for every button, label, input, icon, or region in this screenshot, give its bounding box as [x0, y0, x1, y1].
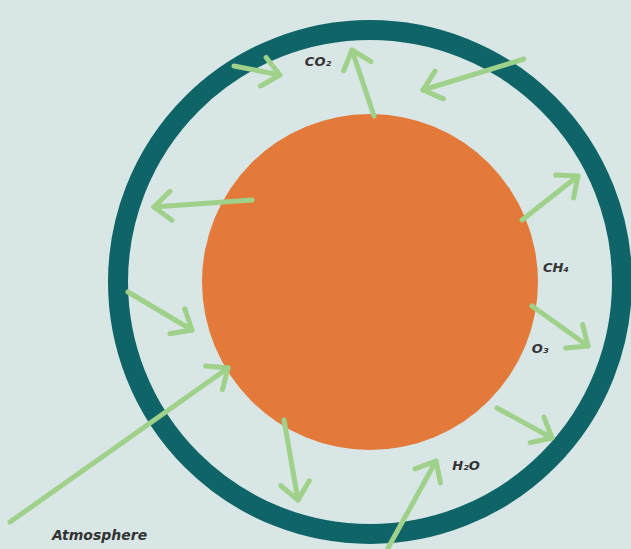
radiation-arrows — [10, 50, 588, 548]
gas-label: O₃ — [532, 341, 549, 357]
region-label: Atmosphere — [52, 527, 147, 544]
gas-label: H₂O — [452, 458, 480, 474]
atmosphere-ring — [118, 30, 622, 534]
gas-label: CO₂ — [305, 54, 331, 70]
gas-label: CH₄ — [543, 260, 569, 276]
earth-circle — [202, 114, 538, 450]
